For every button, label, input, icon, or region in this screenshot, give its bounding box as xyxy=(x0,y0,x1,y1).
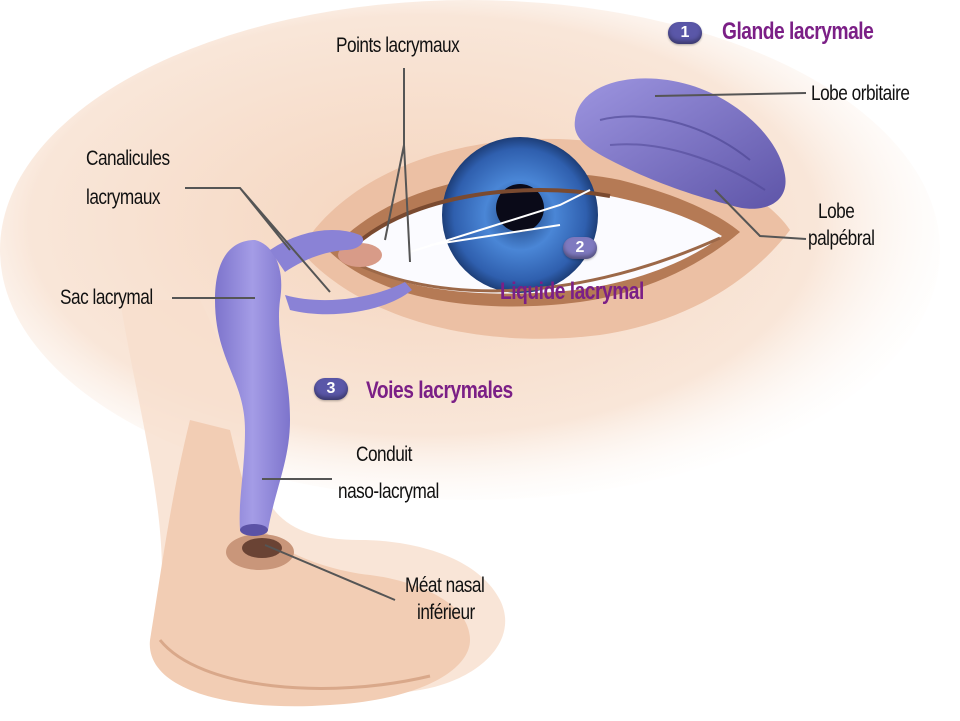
meat-line-2: inférieur xyxy=(417,601,475,625)
lobe-palpebral-line-1: Lobe xyxy=(818,200,855,223)
conduit-line-1: Conduit xyxy=(356,443,412,466)
leader-canalicules xyxy=(185,187,331,293)
voies-lacrymales-title: Voies lacrymales xyxy=(366,377,513,404)
lobe-palpebral-line-2: palpébral xyxy=(808,227,875,251)
lobe-orbitaire-label: Lobe orbitaire xyxy=(811,82,910,105)
lacrimal-gland xyxy=(574,78,786,209)
lobe-palpebral-label: Lobe palpébral xyxy=(808,198,889,253)
conduit-line-2: naso-lacrymal xyxy=(338,480,439,504)
meat-line-1: Méat nasal xyxy=(405,574,485,597)
section-1-badge: 1 xyxy=(668,22,702,44)
meat-label: Méat nasal inférieur xyxy=(405,572,502,627)
lacrimal-ducts xyxy=(215,230,412,536)
leader-meat xyxy=(264,544,396,601)
glande-lacrymale-title: Glande lacrymale xyxy=(722,18,874,45)
sac-lacrymal-label: Sac lacrymal xyxy=(60,286,153,309)
points-lacrymaux-label: Points lacrymaux xyxy=(336,34,460,57)
conduit-label: Conduit naso-lacrymal xyxy=(338,441,461,503)
leader-points xyxy=(384,68,411,263)
section-3-badge: 3 xyxy=(314,378,348,400)
eye xyxy=(300,137,790,339)
leader-lobe-orbitaire xyxy=(654,92,807,97)
liquide-lacrymal-title: Liquide lacrymal xyxy=(500,278,644,305)
canalicules-line-2: lacrymaux xyxy=(86,186,161,210)
leader-lobe-palpebral xyxy=(714,189,807,240)
leader-lines xyxy=(172,68,807,601)
canalicules-line-1: Canalicules xyxy=(86,147,170,170)
section-2-badge: 2 xyxy=(563,237,597,259)
canalicules-label: Canalicules lacrymaux xyxy=(86,145,188,209)
